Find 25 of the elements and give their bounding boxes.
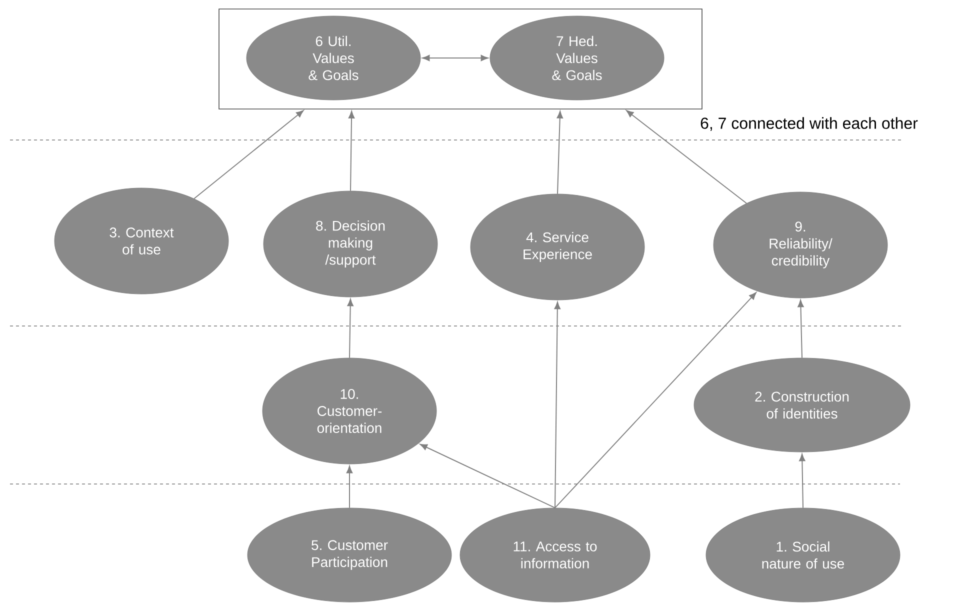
arrow xyxy=(626,110,747,204)
ellipse-node: 6 Util. Values & Goals xyxy=(246,16,421,100)
arrow xyxy=(348,110,355,192)
arrow xyxy=(798,300,804,358)
arrow xyxy=(420,444,556,508)
ellipse-node: 3. Context of use xyxy=(54,188,229,294)
ellipse-node: 11. Access to information xyxy=(460,508,650,602)
arrow xyxy=(554,292,756,508)
ellipse-node: 8. Decision making /support xyxy=(263,190,438,298)
ellipse-node: 2. Construction of identities xyxy=(694,358,910,452)
ellipse-node: 1. Social nature of use xyxy=(706,508,900,602)
arrow xyxy=(554,302,561,508)
double-arrow xyxy=(422,54,488,62)
arrow xyxy=(799,454,806,508)
note-text: 6, 7 connected with each other xyxy=(700,117,918,131)
ellipse-node: 5. Customer Participation xyxy=(247,508,452,602)
ellipse-node: 4. Service Experience xyxy=(470,194,645,300)
group-frame xyxy=(218,8,702,110)
ellipse-node: 7 Hed. Values & Goals xyxy=(490,16,664,100)
ellipse-node: 9. Reliability/ credibility xyxy=(713,192,888,298)
ellipse-node: 10. Customer-orientation xyxy=(262,358,437,464)
arrow xyxy=(346,466,353,508)
arrow xyxy=(347,298,354,358)
arrow xyxy=(194,110,304,200)
arrow xyxy=(556,110,563,194)
